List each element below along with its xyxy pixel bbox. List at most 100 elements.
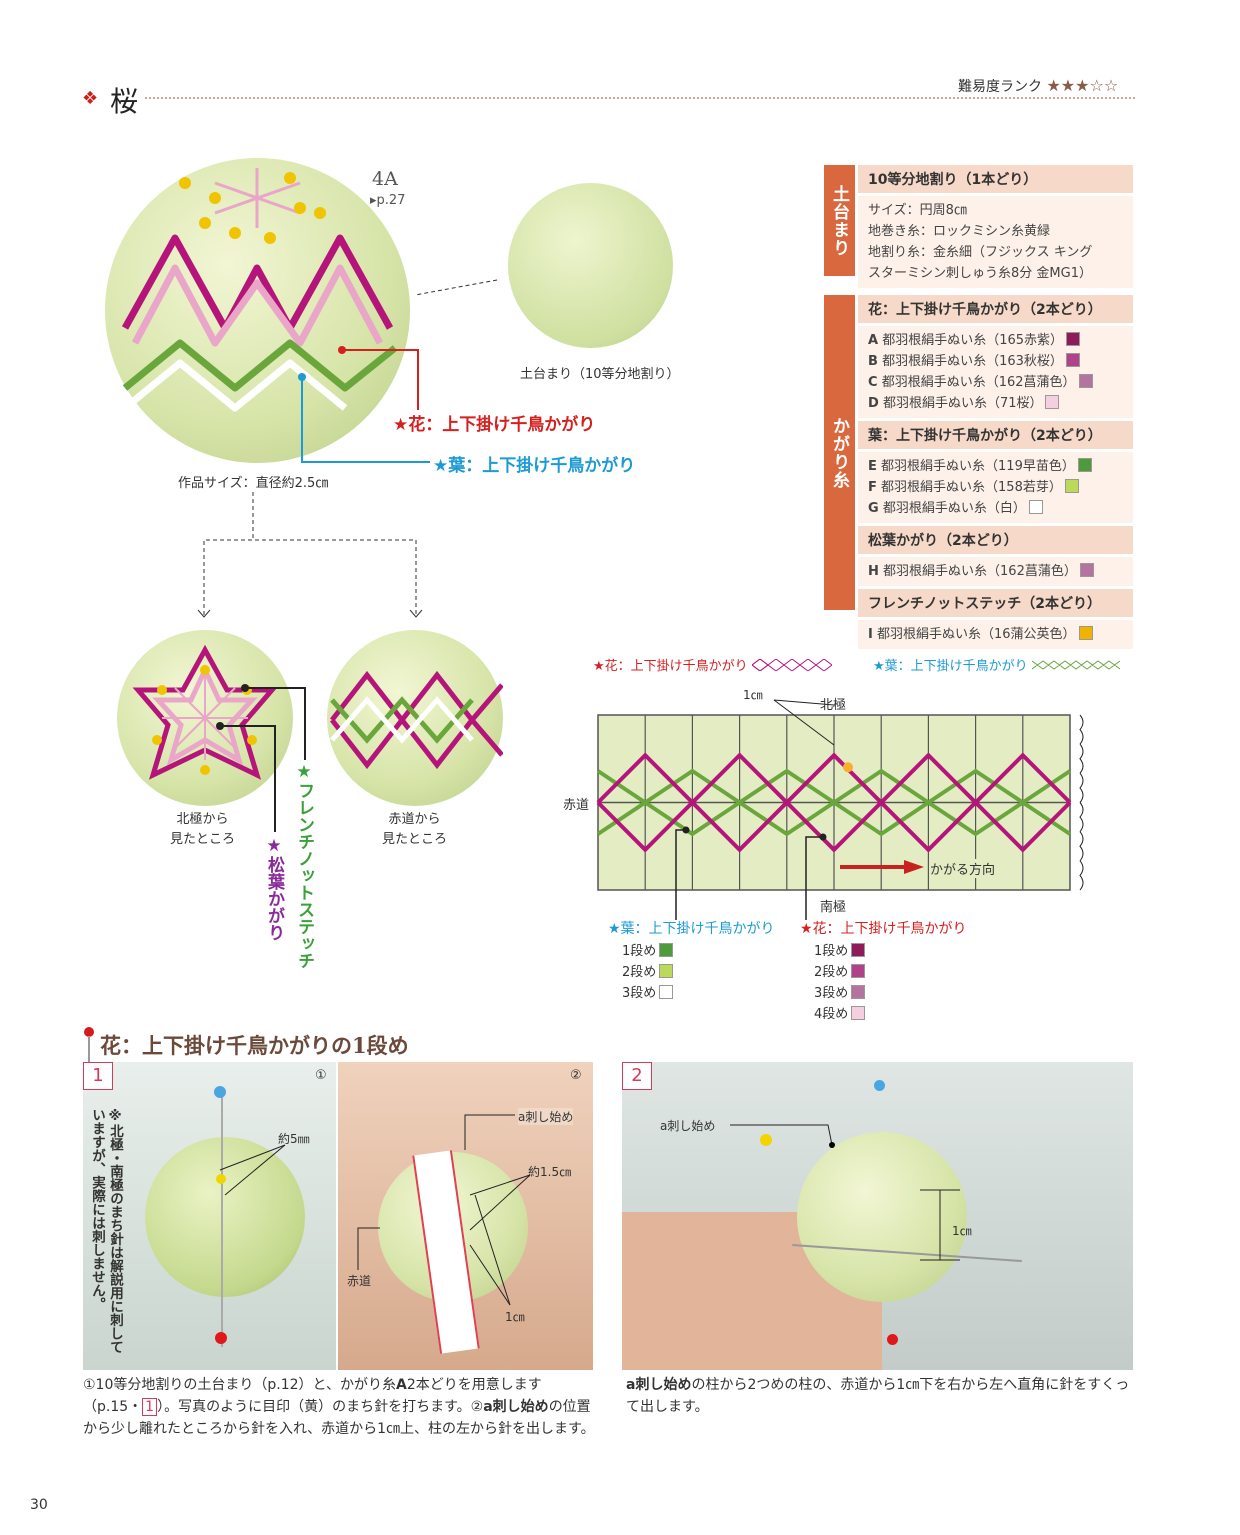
thread-section-side: かがり糸	[824, 295, 855, 610]
step1-photo2	[338, 1062, 593, 1370]
photo1-marker: ①	[315, 1068, 327, 1083]
step1-text: ①10等分地割りの土台まり（p.12）と、かがり糸A2本どりを用意します（p.1…	[83, 1377, 595, 1437]
page-title: 桜	[110, 85, 139, 118]
measure-brace	[1079, 714, 1084, 745]
temari-main-photo	[105, 158, 410, 463]
title-ornament-icon: ❖	[82, 88, 99, 109]
legend-row: 1段め	[622, 941, 775, 962]
color-swatch	[659, 964, 674, 978]
work-code: 4A	[372, 168, 398, 190]
flower-pointer-dot	[819, 833, 827, 841]
color-swatch	[1078, 626, 1093, 640]
thread-item: G 都羽根絹手ぬい糸（白）	[868, 498, 1123, 519]
thread-group-items: H 都羽根絹手ぬい糸（162菖蒲色）	[858, 557, 1133, 586]
color-swatch	[851, 985, 866, 999]
steps-heading: 花：上下掛け千鳥かがりの1段め	[100, 1033, 409, 1058]
legend-row: 2段め	[622, 962, 775, 983]
color-swatch	[1064, 479, 1079, 493]
color-swatch	[1028, 500, 1043, 514]
page-number: 30	[30, 1497, 48, 1513]
measure-brace	[1079, 802, 1084, 832]
thread-group-heading: 花：上下掛け千鳥かがり（2本どり）	[858, 295, 1133, 323]
difficulty-label: 難易度ランク	[958, 79, 1042, 95]
thread-group-heading: 葉：上下掛け千鳥かがり（2本どり）	[858, 421, 1133, 449]
thread-item: B 都羽根絹手ぬい糸（163秋桜）	[868, 351, 1123, 372]
thread-item: A 都羽根絹手ぬい糸（165赤紫）	[868, 330, 1123, 351]
photo2-1cm-label: 1㎝	[505, 1310, 525, 1324]
equator-view-photo	[327, 630, 504, 806]
page-ref-link[interactable]: ▸p.27	[370, 193, 406, 208]
thread-item: I 都羽根絹手ぬい糸（16蒲公英色）	[868, 624, 1123, 645]
leaf-callout-label: ★葉：上下掛け千鳥かがり	[433, 456, 636, 476]
north-view-photo	[117, 630, 293, 806]
diagram-cm-label: 1㎝	[743, 688, 763, 702]
step1-note: ※北極・南極のまち針は解説用に刺していますが、実際には刺しません。	[89, 1108, 123, 1354]
measure-brace	[1079, 773, 1084, 803]
leaf-pattern-icon	[1031, 660, 1121, 670]
thread-group-heading: フレンチノットステッチ（2本どり）	[858, 589, 1133, 617]
measure-brace	[1079, 831, 1084, 862]
pin-line	[88, 1036, 90, 1064]
diagram-north-label: 北極	[820, 698, 847, 713]
color-swatch	[851, 1006, 866, 1020]
diagram-equator-label: 赤道	[563, 798, 590, 813]
difficulty-stars: ★★★☆☆	[1046, 76, 1119, 95]
thread-group-heading: 松葉かがり（2本どり）	[858, 526, 1133, 554]
diagram-legend-leaf: ★葉：上下掛け千鳥かがり	[873, 655, 1121, 674]
color-swatch	[851, 964, 866, 978]
photo1-pointer-lines	[219, 1144, 286, 1196]
photo2-equator-label: 赤道	[347, 1274, 372, 1288]
equator-view-label: 赤道から見たところ	[382, 812, 448, 847]
french-knot-label: ★フレンチノットステッチ	[294, 762, 314, 969]
measure-brace	[1079, 743, 1084, 774]
base-temari-label: 土台まり（10等分地割り）	[520, 367, 680, 382]
legend-row: 3段め	[814, 983, 967, 1004]
leaf-pointer-dot	[682, 826, 690, 834]
photo2-15cm-label: 約1.5㎝	[528, 1165, 572, 1179]
base-temari-photo	[508, 183, 673, 348]
thread-item: F 都羽根絹手ぬい糸（158若芽）	[868, 477, 1123, 498]
marker-pin-icon	[843, 762, 853, 773]
legend-title: ★葉：上下掛け千鳥かがり	[608, 921, 775, 937]
legend-row: 4段め	[814, 1004, 967, 1025]
thread-section: 花：上下掛け千鳥かがり（2本どり） A 都羽根絹手ぬい糸（165赤紫）B 都羽根絹…	[858, 295, 1133, 649]
cm-pointer	[773, 699, 835, 746]
step1-number: 1	[83, 1062, 113, 1090]
leaf-stitch-line	[596, 768, 1072, 837]
color-swatch	[659, 985, 674, 999]
color-swatch	[1066, 332, 1081, 346]
thread-group-items: E 都羽根絹手ぬい糸（119早苗色）F 都羽根絹手ぬい糸（158若芽）G 都羽根…	[858, 452, 1133, 523]
pine-needle-label: ★松葉かがり	[264, 836, 284, 941]
measure-brace	[1079, 860, 1084, 891]
photo2-pointer-lines	[357, 1114, 531, 1306]
thread-group-items: A 都羽根絹手ぬい糸（165赤紫）B 都羽根絹手ぬい糸（163秋桜）C 都羽根絹…	[858, 326, 1133, 418]
color-swatch	[659, 943, 674, 957]
color-swatch	[1077, 458, 1092, 472]
step2-start-label: a刺し始め	[660, 1119, 716, 1133]
step2-number: 2	[622, 1062, 652, 1090]
difficulty: 難易度ランク ★★★☆☆	[958, 76, 1118, 96]
legend-row: 2段め	[814, 962, 967, 983]
base-heading: 10等分地割り（1本どり）	[858, 165, 1133, 193]
color-swatch	[1078, 374, 1093, 388]
step2-photo	[622, 1062, 1133, 1370]
kagari-diagram	[596, 699, 1084, 920]
color-swatch	[1065, 353, 1080, 367]
flower-callout-label: ★花：上下掛け千鳥かがり	[393, 415, 596, 435]
photo1-5mm-label: 約5㎜	[278, 1132, 310, 1146]
ref-link[interactable]: 1	[142, 1398, 158, 1416]
diagram-legend-flower: ★花：上下掛け千鳥かがり	[593, 655, 833, 674]
flower-stitch-line	[596, 799, 1072, 853]
flower-pointer	[805, 836, 823, 920]
pin-icon	[84, 1027, 94, 1037]
flower-stitch-line	[596, 752, 1072, 806]
thread-group-items: I 都羽根絹手ぬい糸（16蒲公英色）	[858, 620, 1133, 649]
north-view-label: 北極から見たところ	[170, 812, 236, 847]
photo2-marker: ②	[570, 1068, 582, 1083]
legend-title: ★花：上下掛け千鳥かがり	[800, 921, 967, 937]
flower-pattern-icon	[750, 658, 833, 672]
